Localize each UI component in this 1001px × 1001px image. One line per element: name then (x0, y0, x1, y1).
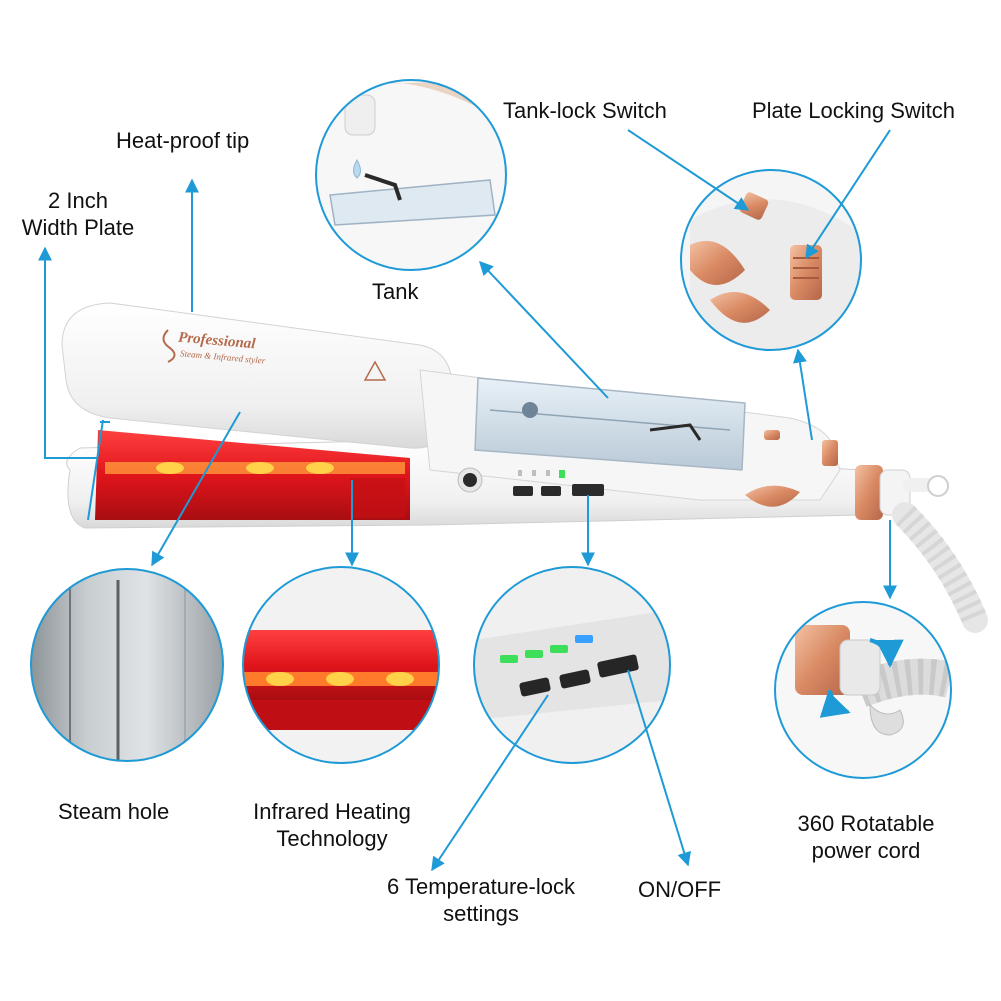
on-off-label: ON/OFF (638, 877, 722, 902)
warning-triangle-icon (363, 360, 387, 381)
temperature-line-2: settings (443, 901, 519, 926)
straightener-body (61, 302, 988, 633)
callout-steam-hole (151, 411, 241, 567)
control-panel-detail (473, 566, 671, 764)
temperature-lock-label: 6 Temperature-lock settings (355, 873, 607, 927)
width-plate-line-2: Width Plate (21, 215, 135, 240)
callout-tank-lock (627, 129, 750, 211)
lock-switches-detail (680, 169, 862, 351)
tank-detail (315, 79, 507, 271)
steam-hole-label: Steam hole (58, 799, 170, 824)
callout-tank (479, 260, 609, 399)
heat-proof-tip-label: Heat-proof tip (116, 128, 250, 153)
power-cord-label: 360 Rotatable power cord (778, 810, 954, 864)
infrared-line-1: Infrared Heating (253, 799, 411, 824)
callout-lines (38, 129, 897, 872)
callout-width-plate (38, 246, 98, 459)
water-drop-icon (353, 159, 361, 179)
width-plate-line-1: 2 Inch (48, 188, 108, 213)
steam-hole-detail (30, 568, 224, 762)
power-cord-line-1: 360 Rotatable (797, 811, 935, 836)
callout-temperature (431, 694, 549, 872)
tank-lock-switch-label: Tank-lock Switch (503, 98, 667, 123)
infrared-heating-label: Infrared Heating Technology (226, 798, 438, 852)
callout-plate-lock-device (793, 348, 813, 441)
power-cord-line-2: power cord (811, 838, 921, 863)
callout-on-off (627, 669, 691, 867)
infrared-line-2: Technology (276, 826, 388, 851)
plate-locking-switch-label: Plate Locking Switch (752, 98, 955, 123)
callout-plate-lock (805, 129, 891, 260)
tank-label: Tank (372, 279, 419, 304)
infrared-detail (242, 566, 440, 764)
power-cord-detail (774, 601, 952, 779)
temperature-line-1: 6 Temperature-lock (387, 874, 575, 899)
width-plate-label: 2 Inch Width Plate (8, 187, 148, 241)
rotate-arrows-icon (869, 638, 904, 668)
